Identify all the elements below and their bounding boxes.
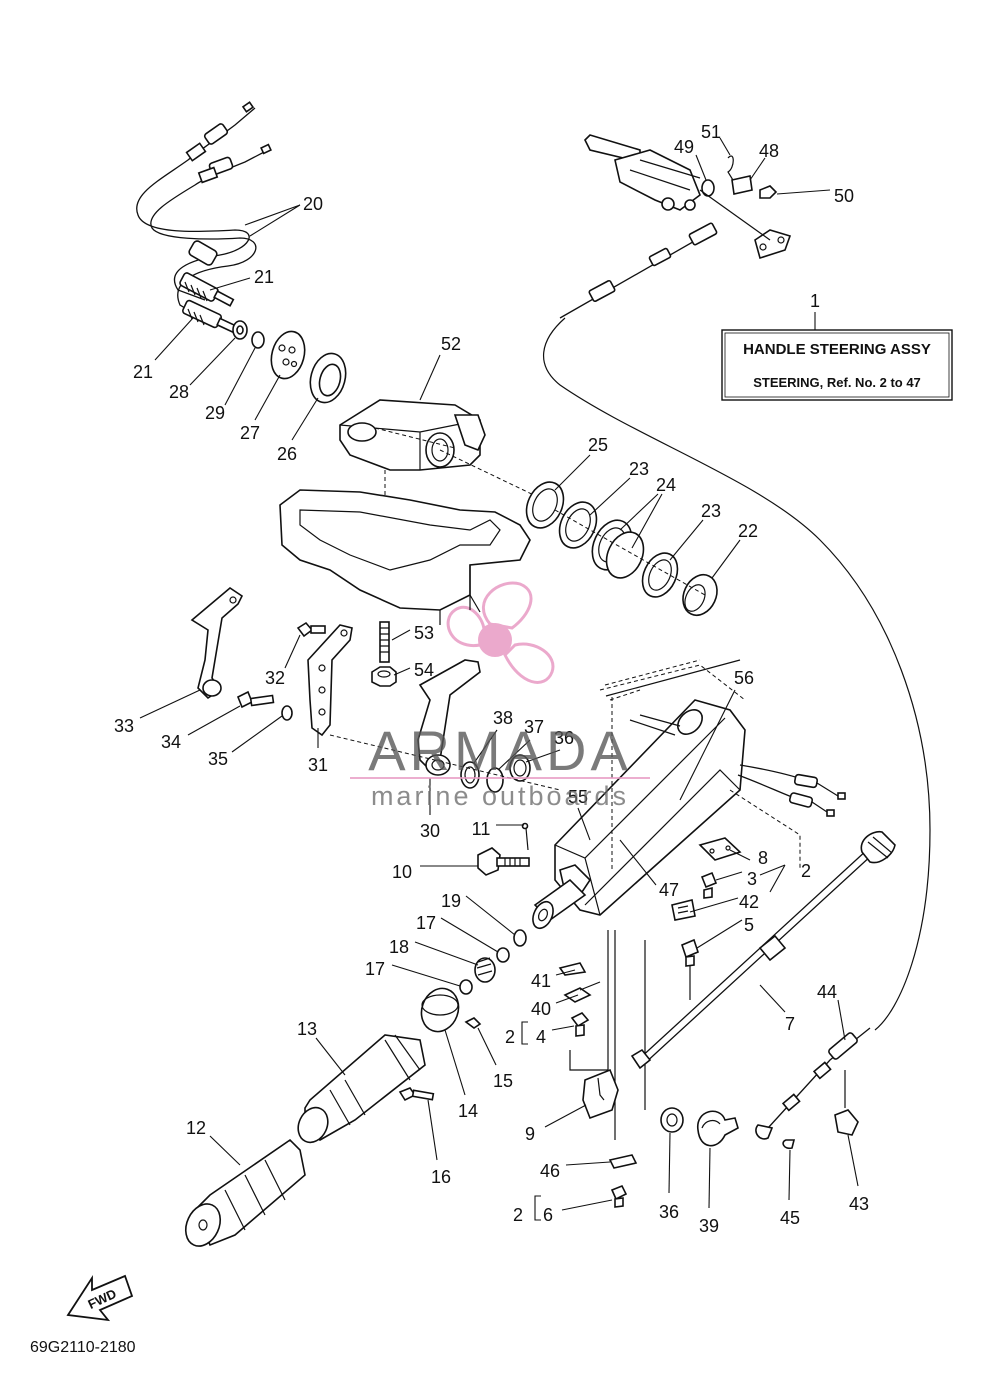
callout-c5: 5 xyxy=(744,915,754,935)
callout-c23a: 23 xyxy=(629,459,649,479)
callout-c2a: 2 xyxy=(801,861,811,881)
callout-c6: 6 xyxy=(543,1205,553,1225)
callout-c15: 15 xyxy=(493,1071,513,1091)
info-box-subtitle: STEERING, Ref. No. 2 to 47 xyxy=(753,375,921,390)
callout-c9: 9 xyxy=(525,1124,535,1144)
callout-c1: 1 xyxy=(810,291,820,311)
callout-c29: 29 xyxy=(205,403,225,423)
callout-c47: 47 xyxy=(659,880,679,900)
callout-c18: 18 xyxy=(389,937,409,957)
leader-lines xyxy=(139,137,859,1221)
callout-c42: 42 xyxy=(739,892,759,912)
callout-c51: 51 xyxy=(701,122,721,142)
callout-c48: 48 xyxy=(759,141,779,161)
callout-c25: 25 xyxy=(588,435,608,455)
tiller-handle-body xyxy=(554,659,846,1140)
throttle-grip xyxy=(184,1138,306,1247)
callout-c22: 22 xyxy=(738,521,758,541)
callout-c16: 16 xyxy=(431,1167,451,1187)
callout-c39: 39 xyxy=(699,1216,719,1236)
bottom-clamps xyxy=(660,1107,739,1147)
callout-labels: 1235789101112131415161717181920212122232… xyxy=(114,122,869,1236)
shaft-washers xyxy=(329,734,561,793)
callout-c24: 24 xyxy=(656,475,676,495)
callout-c33: 33 xyxy=(114,716,134,736)
throttle-tube xyxy=(297,1034,435,1144)
callout-c49: 49 xyxy=(674,137,694,157)
throttle-cables xyxy=(136,101,272,334)
callout-c21b: 21 xyxy=(133,362,153,382)
callout-c4: 4 xyxy=(536,1027,546,1047)
bolt-32 xyxy=(296,621,326,638)
callout-c38: 38 xyxy=(493,708,513,728)
diagram-code: 69G2110-2180 xyxy=(30,1339,136,1356)
callout-c21a: 21 xyxy=(254,267,274,287)
callout-c44: 44 xyxy=(817,982,837,1002)
thrust-washers xyxy=(525,481,718,616)
callout-c40: 40 xyxy=(531,999,551,1019)
callout-c52: 52 xyxy=(441,334,461,354)
callout-c23b: 23 xyxy=(701,501,721,521)
callout-c32: 32 xyxy=(265,668,285,688)
callout-c17a: 17 xyxy=(416,913,436,933)
handle-small-parts xyxy=(671,837,742,967)
callout-c37: 37 xyxy=(524,717,544,737)
shift-cable-7 xyxy=(630,830,896,1070)
callout-c53: 53 xyxy=(414,623,434,643)
info-box: HANDLE STEERING ASSY STEERING, Ref. No. … xyxy=(721,312,953,401)
grip-collar xyxy=(420,987,482,1033)
callout-c46: 46 xyxy=(540,1161,560,1181)
callout-c36b: 36 xyxy=(659,1202,679,1222)
watermark-text: ARMADA marine outboards xyxy=(350,719,650,811)
callout-c19: 19 xyxy=(441,891,461,911)
callout-c12: 12 xyxy=(186,1118,206,1138)
fwd-arrow-icon: FWD xyxy=(66,1274,134,1322)
watermark-propeller-logo xyxy=(446,581,555,684)
callout-c45: 45 xyxy=(780,1208,800,1228)
friction-arm xyxy=(417,659,481,776)
bottom-cowling xyxy=(279,489,531,625)
callout-c54: 54 xyxy=(414,660,434,680)
callout-c14: 14 xyxy=(458,1101,478,1121)
cable-end-fitting xyxy=(179,240,238,334)
throttle-shaft xyxy=(459,878,587,995)
callout-c50: 50 xyxy=(834,186,854,206)
watermark-brand: ARMADA xyxy=(368,719,632,782)
callout-c55: 55 xyxy=(568,787,588,807)
callout-c43: 43 xyxy=(849,1194,869,1214)
info-box-title: HANDLE STEERING ASSY xyxy=(743,341,931,358)
callout-c36a: 36 xyxy=(554,728,574,748)
stop-switch-assy xyxy=(559,134,792,319)
callout-c2c: 2 xyxy=(513,1205,523,1225)
callout-c17b: 17 xyxy=(365,959,385,979)
callout-c31: 31 xyxy=(308,755,328,775)
stud-and-nut xyxy=(371,621,397,687)
callout-c34: 34 xyxy=(161,732,181,752)
callout-c3: 3 xyxy=(747,869,757,889)
callout-c56: 56 xyxy=(734,668,754,688)
friction-knob xyxy=(477,822,530,876)
stop-switch-group xyxy=(558,962,638,1208)
main-cable-route xyxy=(543,317,931,1031)
steering-bracket xyxy=(339,399,541,590)
callout-c35: 35 xyxy=(208,749,228,769)
callout-c41: 41 xyxy=(531,971,551,991)
callout-c11: 11 xyxy=(472,819,491,839)
callout-c8: 8 xyxy=(758,848,768,868)
watermark-tagline: marine outboards xyxy=(371,781,629,811)
stop-cable-44 xyxy=(755,1027,871,1150)
callout-c27: 27 xyxy=(240,423,260,443)
callout-c10: 10 xyxy=(392,862,412,882)
cable-grommet-parts xyxy=(232,320,347,404)
callout-c30: 30 xyxy=(420,821,440,841)
callout-c7: 7 xyxy=(785,1014,795,1034)
callout-c20: 20 xyxy=(303,194,323,214)
callout-c28: 28 xyxy=(169,382,189,402)
friction-plates xyxy=(190,587,353,737)
callout-c26: 26 xyxy=(277,444,297,464)
callout-c2b: 2 xyxy=(505,1027,515,1047)
bolt-34 xyxy=(236,690,275,709)
callout-c13: 13 xyxy=(297,1019,317,1039)
